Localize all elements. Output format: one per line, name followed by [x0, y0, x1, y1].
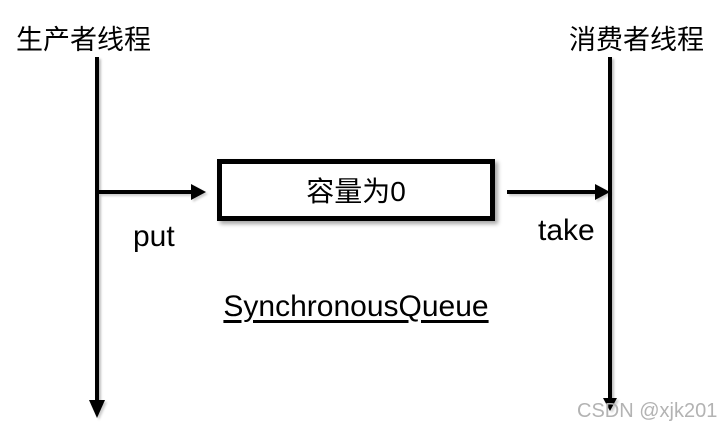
consumer-thread-label: 消费者线程 — [569, 25, 704, 55]
producer-arrowhead-down-icon — [89, 400, 105, 418]
watermark-label: CSDN @xjk201 — [577, 400, 718, 422]
capacity-label: 容量为0 — [306, 176, 406, 207]
take-arrow-line — [507, 190, 595, 194]
consumer-arrowhead-down-icon — [603, 398, 617, 411]
capacity-box: 容量为0 — [217, 159, 495, 221]
producer-thread-label: 生产者线程 — [16, 25, 151, 55]
put-arrowhead-right-icon — [191, 184, 206, 200]
producer-timeline-line — [95, 57, 99, 400]
put-label: put — [133, 220, 175, 253]
take-label: take — [538, 214, 595, 247]
take-arrowhead-right-icon — [595, 184, 610, 200]
put-arrow-line — [99, 190, 191, 194]
consumer-timeline-line — [608, 57, 612, 398]
queue-name-label: SynchronousQueue — [223, 290, 489, 323]
